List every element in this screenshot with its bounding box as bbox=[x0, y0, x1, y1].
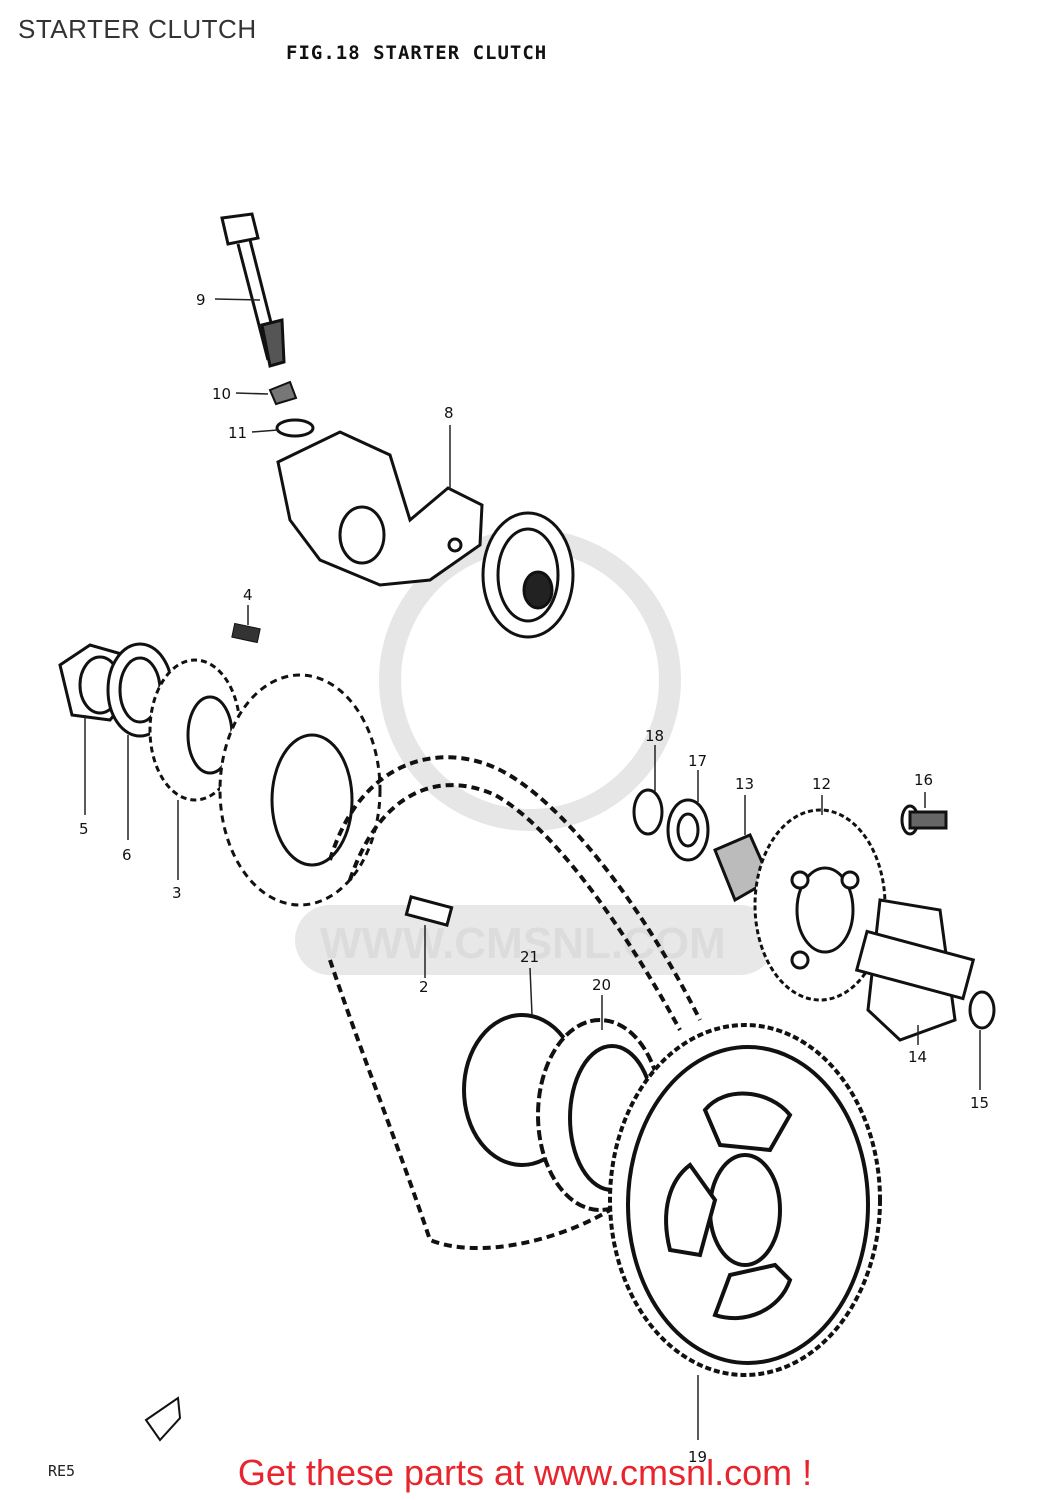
callout-6: 6 bbox=[122, 846, 132, 864]
callout-2: 2 bbox=[419, 978, 429, 996]
starter-gear-19 bbox=[608, 1023, 882, 1377]
callout-14: 14 bbox=[908, 1048, 927, 1066]
shaft-14 bbox=[854, 898, 976, 1042]
callout-13: 13 bbox=[735, 775, 754, 793]
callout-4: 4 bbox=[243, 586, 253, 604]
sprocket-3 bbox=[148, 658, 242, 802]
circlip-18 bbox=[632, 788, 664, 836]
callout-5: 5 bbox=[79, 820, 89, 838]
callout-3: 3 bbox=[172, 884, 182, 902]
callout-16: 16 bbox=[914, 771, 933, 789]
page-header: STARTER CLUTCH bbox=[18, 14, 257, 44]
callout-11: 11 bbox=[228, 424, 247, 442]
washer-10 bbox=[268, 380, 298, 406]
callout-19: 19 bbox=[688, 1448, 707, 1466]
washer-17 bbox=[666, 798, 710, 862]
callout-20: 20 bbox=[592, 976, 611, 994]
callout-9: 9 bbox=[196, 291, 206, 309]
washer-11 bbox=[275, 418, 315, 438]
circlip-15 bbox=[968, 990, 996, 1030]
callout-8: 8 bbox=[444, 404, 454, 422]
starter-chain bbox=[328, 755, 702, 1251]
key-2 bbox=[404, 895, 454, 927]
callout-21: 21 bbox=[520, 948, 539, 966]
callout-15: 15 bbox=[970, 1094, 989, 1112]
key-4 bbox=[231, 622, 261, 644]
bolt-9 bbox=[220, 212, 286, 368]
corner-code: RE5 bbox=[48, 1462, 76, 1480]
direction-arrow-icon bbox=[144, 1396, 182, 1442]
chain-tensioner-8 bbox=[276, 430, 575, 639]
screw-16 bbox=[900, 804, 948, 836]
leader-lines bbox=[84, 298, 981, 1440]
callout-12: 12 bbox=[812, 775, 831, 793]
figure-title: FIG.18 STARTER CLUTCH bbox=[286, 42, 548, 64]
drive-sprocket bbox=[218, 673, 382, 907]
callout-17: 17 bbox=[688, 752, 707, 770]
callout-18: 18 bbox=[645, 727, 664, 745]
callout-10: 10 bbox=[212, 385, 231, 403]
footer-link[interactable]: Get these parts at www.cmsnl.com ! bbox=[237, 1452, 813, 1493]
